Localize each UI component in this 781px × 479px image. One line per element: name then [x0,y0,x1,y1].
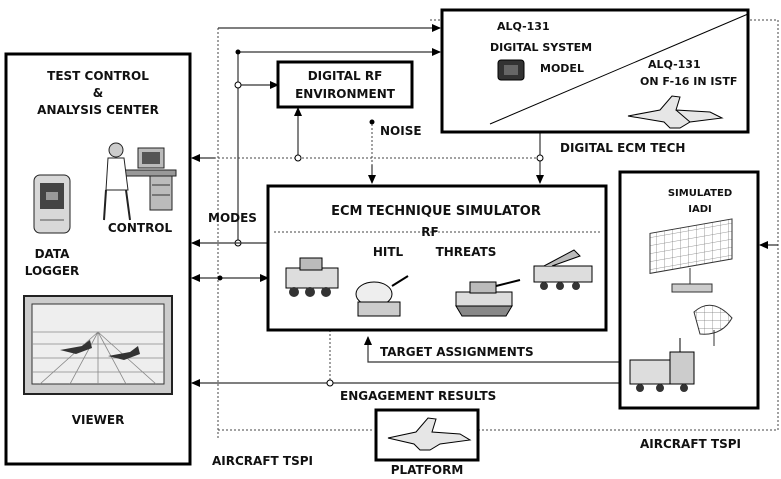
modes-label: MODES [208,211,257,225]
rf-label: RF [421,225,438,239]
iads-label-1: SIMULATED [668,188,732,199]
workstation-operator-icon [103,142,177,221]
ecm-simulator-block [266,184,608,332]
noise-label: NOISE [380,124,422,138]
tank-icon [533,249,593,290]
data-logger-label-2: LOGGER [25,264,80,278]
viewer-screen-icon [23,295,173,395]
digital-rf-label-1: DIGITAL RF [308,69,383,83]
ecm-simulator-title: ECM TECHNIQUE SIMULATOR [331,204,541,219]
radar-icon [355,275,409,317]
alq131-label-1: ALQ-131 [497,20,550,33]
alq131-right-1: ALQ-131 [648,58,701,71]
radar-icon [629,338,695,392]
fighter-jet-icon [627,95,724,129]
tank-icon [455,279,521,317]
arrow-target-assignments [364,336,620,363]
alq131-divider [489,13,749,125]
radar-icon [693,304,733,346]
test-control-title-3: ANALYSIS CENTER [37,103,159,117]
digital-rf-block [276,60,414,109]
digital-rf-label-2: ENVIRONMENT [295,87,396,101]
viewer-label: VIEWER [72,413,125,427]
control-label: CONTROL [108,221,173,235]
test-control-title-2: & [93,86,103,100]
hitl-label: HITL [373,245,404,259]
test-control-block [4,52,192,466]
alq131-label-3: MODEL [540,62,584,75]
platform-label: PLATFORM [391,463,464,477]
test-control-title-1: TEST CONTROL [47,69,149,83]
data-logger-label-1: DATA [35,247,71,261]
iads-label-2: IADI [688,204,711,215]
engagement-results-label: ENGAGEMENT RESULTS [340,389,496,403]
target-assignments-label: TARGET ASSIGNMENTS [380,345,534,359]
radar-icon [649,218,733,293]
radar-icon [285,257,339,297]
alq131-label-2: DIGITAL SYSTEM [490,41,592,54]
alq131-right-2: ON F-16 IN ISTF [640,75,737,88]
chip-icon [497,59,525,81]
threats-label: THREATS [436,245,497,259]
aircraft-tspi-right-label: AIRCRAFT TSPI [640,437,741,451]
aircraft-tspi-left-label: AIRCRAFT TSPI [212,454,313,468]
fighter-jet-icon [387,417,472,451]
data-logger-icon [33,174,71,234]
digital-ecm-tech-label: DIGITAL ECM TECH [560,141,685,155]
